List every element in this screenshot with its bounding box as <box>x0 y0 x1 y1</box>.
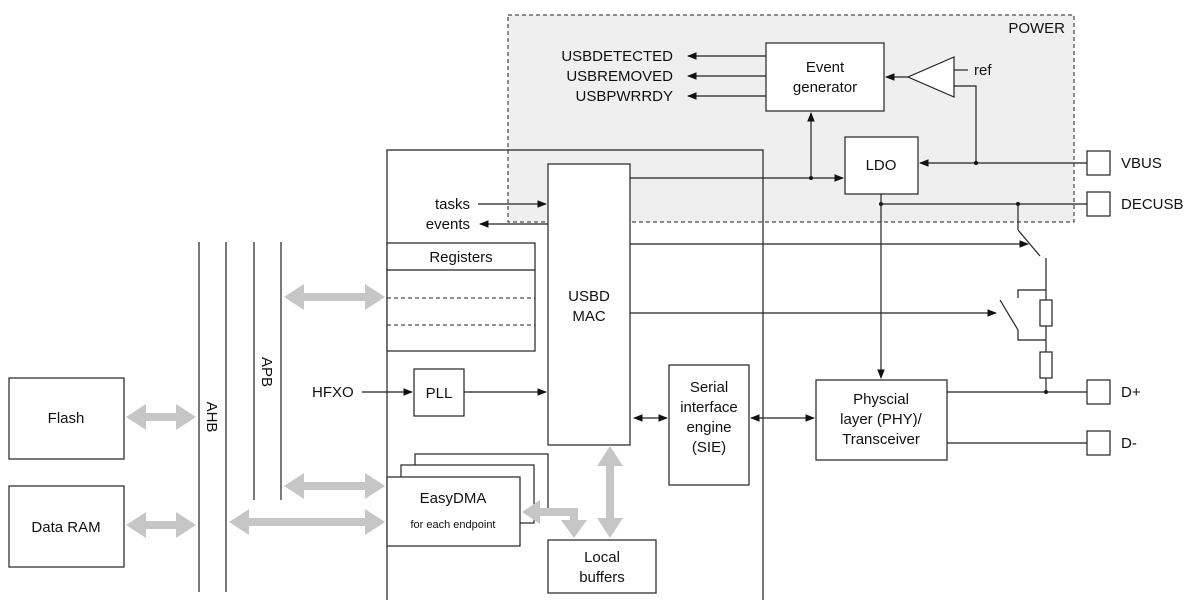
phy-label-3: Transceiver <box>842 431 920 448</box>
dminus-pin <box>1086 430 1111 456</box>
sie-label-2: interface <box>680 399 738 416</box>
hfxo-label: HFXO <box>312 384 354 401</box>
flash-box <box>8 377 125 460</box>
apb-label: APB <box>258 357 275 387</box>
comparator-vbus-line <box>954 85 977 163</box>
switch1-blade <box>1017 229 1041 257</box>
ram-ahb-bus-arrow <box>126 512 196 538</box>
event-generator-label-2: generator <box>793 79 857 96</box>
ahb-label: AHB <box>203 402 220 433</box>
local-buffers-label-2: buffers <box>579 569 625 586</box>
dminus-label: D- <box>1121 435 1137 452</box>
easydma-buffers-arrowhead-left <box>522 500 540 524</box>
vbus-junction <box>974 161 978 165</box>
switch2-top-wire <box>1017 289 1046 298</box>
easydma-label: EasyDMA <box>420 490 487 507</box>
usbremoved-label: USBREMOVED <box>566 68 673 85</box>
flash-label: Flash <box>48 410 85 427</box>
phy-label-1: Physcial <box>853 391 909 408</box>
resistor-2 <box>1039 351 1053 379</box>
switch2-blade <box>999 299 1019 331</box>
tasks-label: tasks <box>435 196 470 213</box>
event-generator-label-1: Event <box>806 59 845 76</box>
phy-label-2: layer (PHY)/ <box>840 411 923 428</box>
local-buffers-box <box>547 539 657 594</box>
usbd-mac-label-1: USBD <box>568 288 610 305</box>
usbd-mac-label-2: MAC <box>572 308 606 325</box>
resistor-1 <box>1039 299 1053 327</box>
ahb-easydma-bus-arrow <box>229 509 385 535</box>
registers-label: Registers <box>429 249 492 266</box>
vbus-pin <box>1086 150 1111 176</box>
usbdetected-label: USBDETECTED <box>561 48 673 65</box>
ref-label: ref <box>974 62 992 79</box>
dplus-pin <box>1086 379 1111 405</box>
pll-label: PLL <box>426 385 453 402</box>
registers-box <box>386 242 536 352</box>
usbpwrrdy-label: USBPWRRDY <box>575 88 673 105</box>
data-ram-label: Data RAM <box>31 519 100 536</box>
easydma-buffers-bus-arrow <box>538 508 578 522</box>
flash-ahb-bus-arrow <box>126 404 196 430</box>
sie-box <box>668 364 750 486</box>
mac-buffers-bus-arrow <box>597 446 623 538</box>
ldo-box <box>844 136 919 195</box>
usbd-mac-box <box>547 163 631 446</box>
vbus-label: VBUS <box>1121 155 1162 172</box>
apb-easydma-bus-arrow <box>284 473 385 499</box>
local-buffers-label-1: Local <box>584 549 620 566</box>
decusb-pin <box>1086 191 1111 217</box>
switch2-bottom-wire <box>1017 330 1046 341</box>
event-generator-box <box>765 42 885 112</box>
phy-box <box>815 379 948 461</box>
dplus-label: D+ <box>1121 384 1141 401</box>
ldo-label: LDO <box>866 157 897 174</box>
easydma-box <box>386 476 521 547</box>
apb-registers-bus-arrow <box>284 284 385 310</box>
sie-label-3: engine <box>686 419 731 436</box>
sie-label-4: (SIE) <box>692 439 726 456</box>
comparator-icon <box>906 56 955 98</box>
data-ram-box <box>8 485 125 568</box>
easydma-buffers-arrowhead-down <box>561 520 587 538</box>
events-label: events <box>426 216 470 233</box>
easydma-sublabel: for each endpoint <box>410 519 495 531</box>
power-title: POWER <box>1008 20 1065 37</box>
decusb-label: DECUSB <box>1121 196 1184 213</box>
sie-label-1: Serial <box>690 379 728 396</box>
usbd-peripheral-outline <box>386 149 764 600</box>
